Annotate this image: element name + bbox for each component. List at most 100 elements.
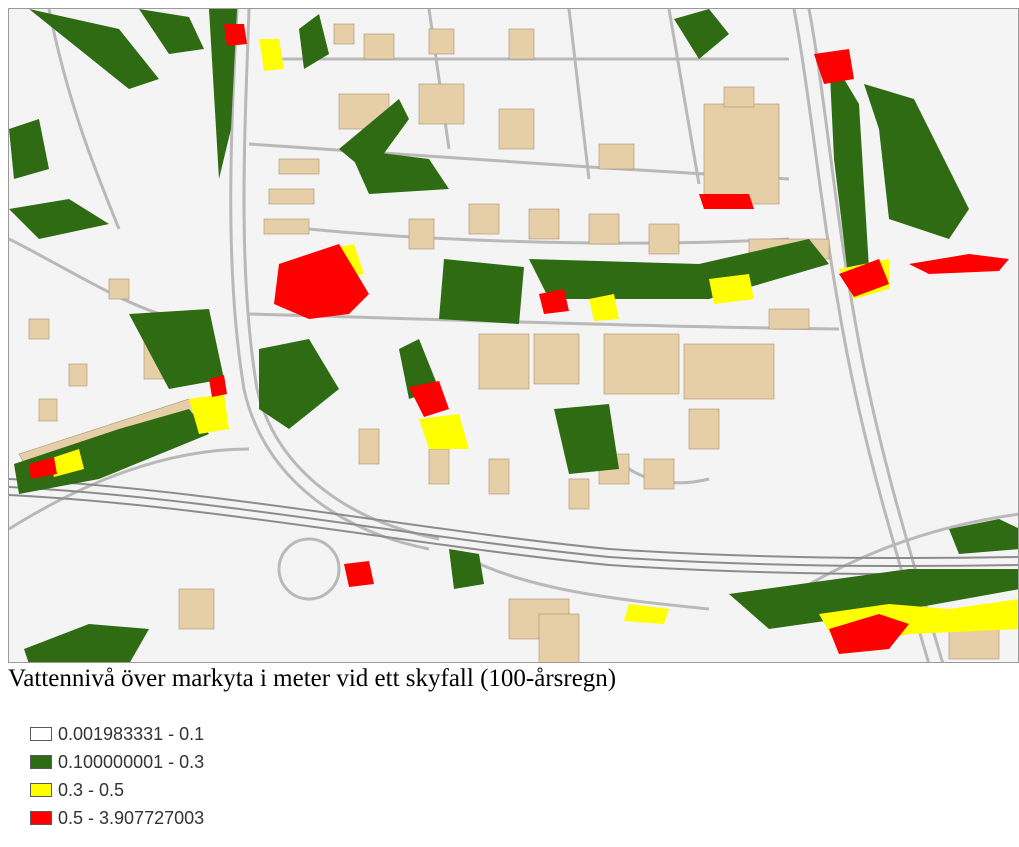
legend-item: 0.001983331 - 0.1	[30, 720, 204, 748]
flood-area	[589, 294, 619, 321]
building	[648, 223, 680, 255]
building	[488, 458, 510, 495]
flood-area	[9, 199, 109, 239]
map-caption: Vattennivå över markyta i meter vid ett …	[8, 665, 617, 692]
building	[28, 318, 50, 340]
flood-area	[729, 569, 1018, 629]
building	[68, 363, 88, 387]
flood-area	[624, 604, 669, 624]
flood-area	[409, 381, 449, 417]
road	[667, 9, 701, 185]
legend-label: 0.3 - 0.5	[58, 779, 125, 800]
building	[643, 458, 675, 490]
building	[263, 218, 310, 235]
building	[768, 308, 810, 330]
flood-area	[909, 254, 1009, 274]
building	[568, 478, 590, 510]
building	[528, 208, 560, 240]
building	[108, 278, 130, 300]
building	[363, 33, 395, 60]
building	[538, 613, 580, 662]
flood-area	[224, 24, 247, 46]
legend-swatch-white	[30, 727, 52, 741]
building	[688, 408, 720, 450]
flood-area	[829, 614, 909, 654]
flood-area	[49, 449, 84, 477]
flood-area	[129, 309, 224, 389]
legend-label: 0.001983331 - 0.1	[58, 723, 205, 744]
road	[308, 227, 790, 245]
building	[428, 28, 455, 55]
flood-area	[529, 239, 829, 299]
flood-area	[864, 84, 969, 239]
building	[408, 218, 435, 250]
building	[603, 333, 680, 395]
road	[468, 557, 710, 611]
flood-area	[274, 244, 369, 319]
building	[723, 86, 755, 108]
flood-area	[29, 9, 159, 89]
road	[9, 237, 180, 321]
flood-area	[699, 194, 754, 209]
road	[792, 9, 930, 662]
legend-label: 0.5 - 3.907727003	[58, 807, 205, 828]
building	[533, 333, 580, 385]
flood-area	[674, 9, 729, 59]
flood-depth-0.5-3.9	[29, 24, 1009, 654]
flood-area	[139, 9, 204, 54]
railway	[9, 478, 1018, 576]
flood-area	[339, 99, 409, 174]
legend-item: 0.3 - 0.5	[30, 776, 204, 804]
legend-item: 0.5 - 3.907727003	[30, 804, 204, 832]
flood-area	[9, 119, 49, 179]
building	[178, 588, 215, 630]
building	[498, 108, 535, 150]
building	[948, 628, 1000, 660]
flood-area	[419, 414, 469, 449]
building	[468, 203, 500, 235]
legend-item: 0.100000001 - 0.3	[30, 748, 204, 776]
flood-area	[29, 457, 57, 479]
legend-swatch-yellow	[30, 783, 52, 797]
flood-area	[839, 259, 889, 297]
building	[278, 158, 320, 175]
flood-area	[259, 39, 284, 71]
flood-map	[8, 8, 1019, 663]
flood-area	[439, 259, 524, 324]
building	[418, 83, 465, 125]
building	[358, 428, 380, 465]
rail-track	[9, 486, 1018, 568]
flood-area	[554, 404, 619, 474]
building	[508, 28, 535, 60]
road	[9, 447, 250, 531]
road	[248, 312, 840, 331]
building	[598, 143, 635, 170]
flood-area	[299, 14, 329, 69]
building	[478, 333, 530, 390]
legend-swatch-green	[30, 755, 52, 769]
building	[333, 23, 355, 45]
flood-area	[24, 624, 149, 662]
legend-label: 0.100000001 - 0.3	[58, 751, 205, 772]
flood-area	[709, 274, 754, 304]
flood-area	[829, 54, 869, 284]
flood-area	[189, 394, 229, 434]
flood-area	[814, 49, 854, 84]
legend: 0.001983331 - 0.1 0.100000001 - 0.3 0.3 …	[30, 720, 204, 832]
road	[47, 9, 121, 230]
legend-swatch-red	[30, 811, 52, 825]
road	[807, 9, 944, 662]
road	[567, 9, 591, 180]
building	[428, 448, 450, 485]
building	[703, 103, 780, 205]
flood-area	[344, 561, 374, 587]
flood-area	[209, 9, 237, 179]
road	[242, 9, 440, 541]
flood-area	[949, 519, 1018, 554]
flood-area	[209, 375, 227, 397]
building	[588, 213, 620, 245]
building	[268, 188, 315, 205]
building	[683, 343, 775, 400]
flood-area	[539, 289, 569, 314]
rail-track	[9, 494, 1018, 576]
